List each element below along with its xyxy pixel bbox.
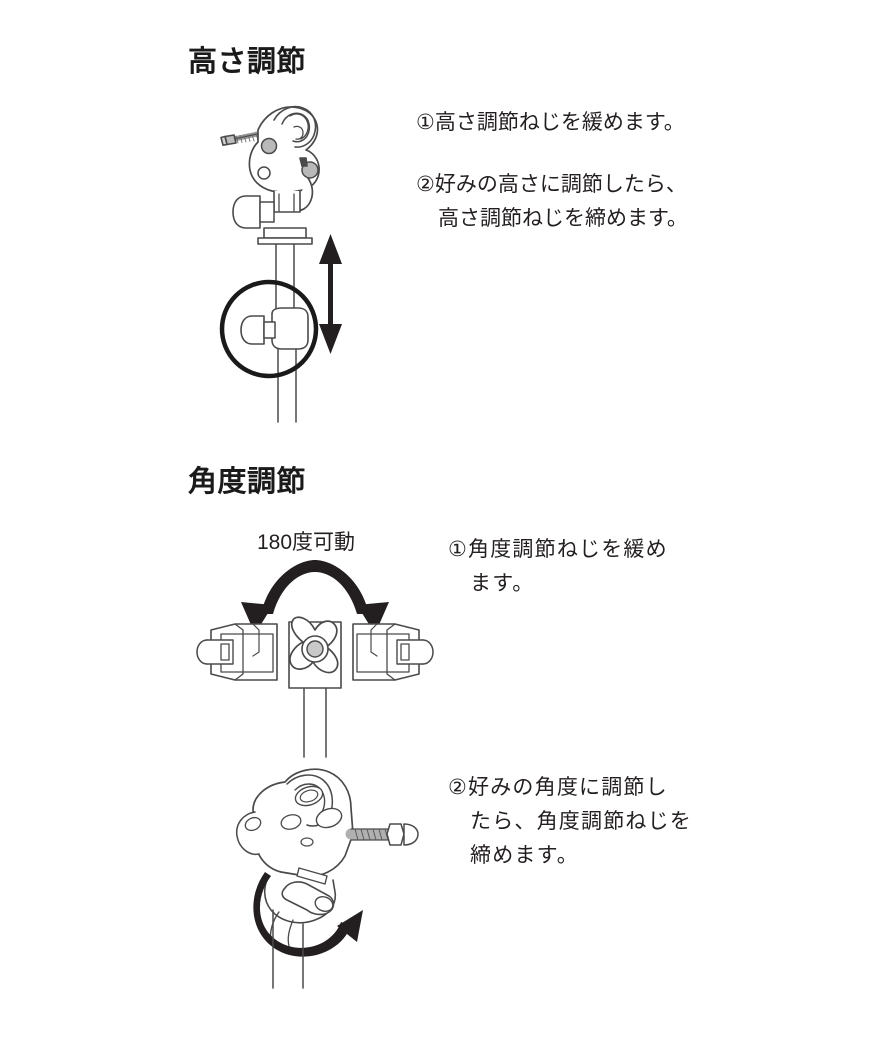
- angle-adjustment-screw-icon: [345, 823, 419, 846]
- instruction-angle-step-1: ①角度調節ねじを緩め ます。: [448, 533, 668, 601]
- pivot-rivet-upper: [260, 137, 278, 155]
- section-heading-angle-adjustment: 角度調節: [188, 466, 307, 498]
- instruction-line: 高さ調節ねじを締めます。: [438, 207, 688, 230]
- pivot-rivet-lower: [257, 166, 271, 180]
- instruction-height-step-2: ②好みの高さに調節したら、 高さ調節ねじを締めます。: [416, 168, 688, 236]
- vertical-double-arrow-icon: [319, 234, 342, 354]
- illustration-pivot-joint: [185, 552, 445, 762]
- highlight-circle-height-screw: [219, 279, 319, 379]
- instruction-line: ②好みの高さに調節したら、: [416, 173, 687, 196]
- illustration-angle-screw: [225, 760, 440, 1010]
- knob-upper: [232, 195, 261, 229]
- instruction-angle-step-2: ②好みの角度に調節し たら、角度調節ねじを 締めます。: [448, 771, 692, 873]
- wing-nut-icon: [289, 616, 339, 674]
- caption-180-degree-range: 180度可動: [257, 531, 356, 554]
- instruction-line: ①高さ調節ねじを緩めます。: [416, 111, 685, 134]
- instruction-height-step-1: ①高さ調節ねじを緩めます。: [416, 106, 685, 140]
- instruction-line: ②好みの角度に調節し: [448, 776, 668, 799]
- instruction-line: ます。: [470, 572, 535, 595]
- illustration-height-adjustment: [190, 92, 420, 423]
- height-adjustment-screw-icon: [240, 315, 276, 345]
- section-heading-height-adjustment: 高さ調節: [188, 46, 307, 78]
- instruction-line: たら、角度調節ねじを: [470, 810, 692, 833]
- rotation-arrow-icon: [253, 872, 363, 957]
- instruction-line: 締めます。: [470, 844, 579, 867]
- arc-double-arrow-icon: [241, 560, 389, 634]
- instruction-line: ①角度調節ねじを緩め: [448, 538, 668, 561]
